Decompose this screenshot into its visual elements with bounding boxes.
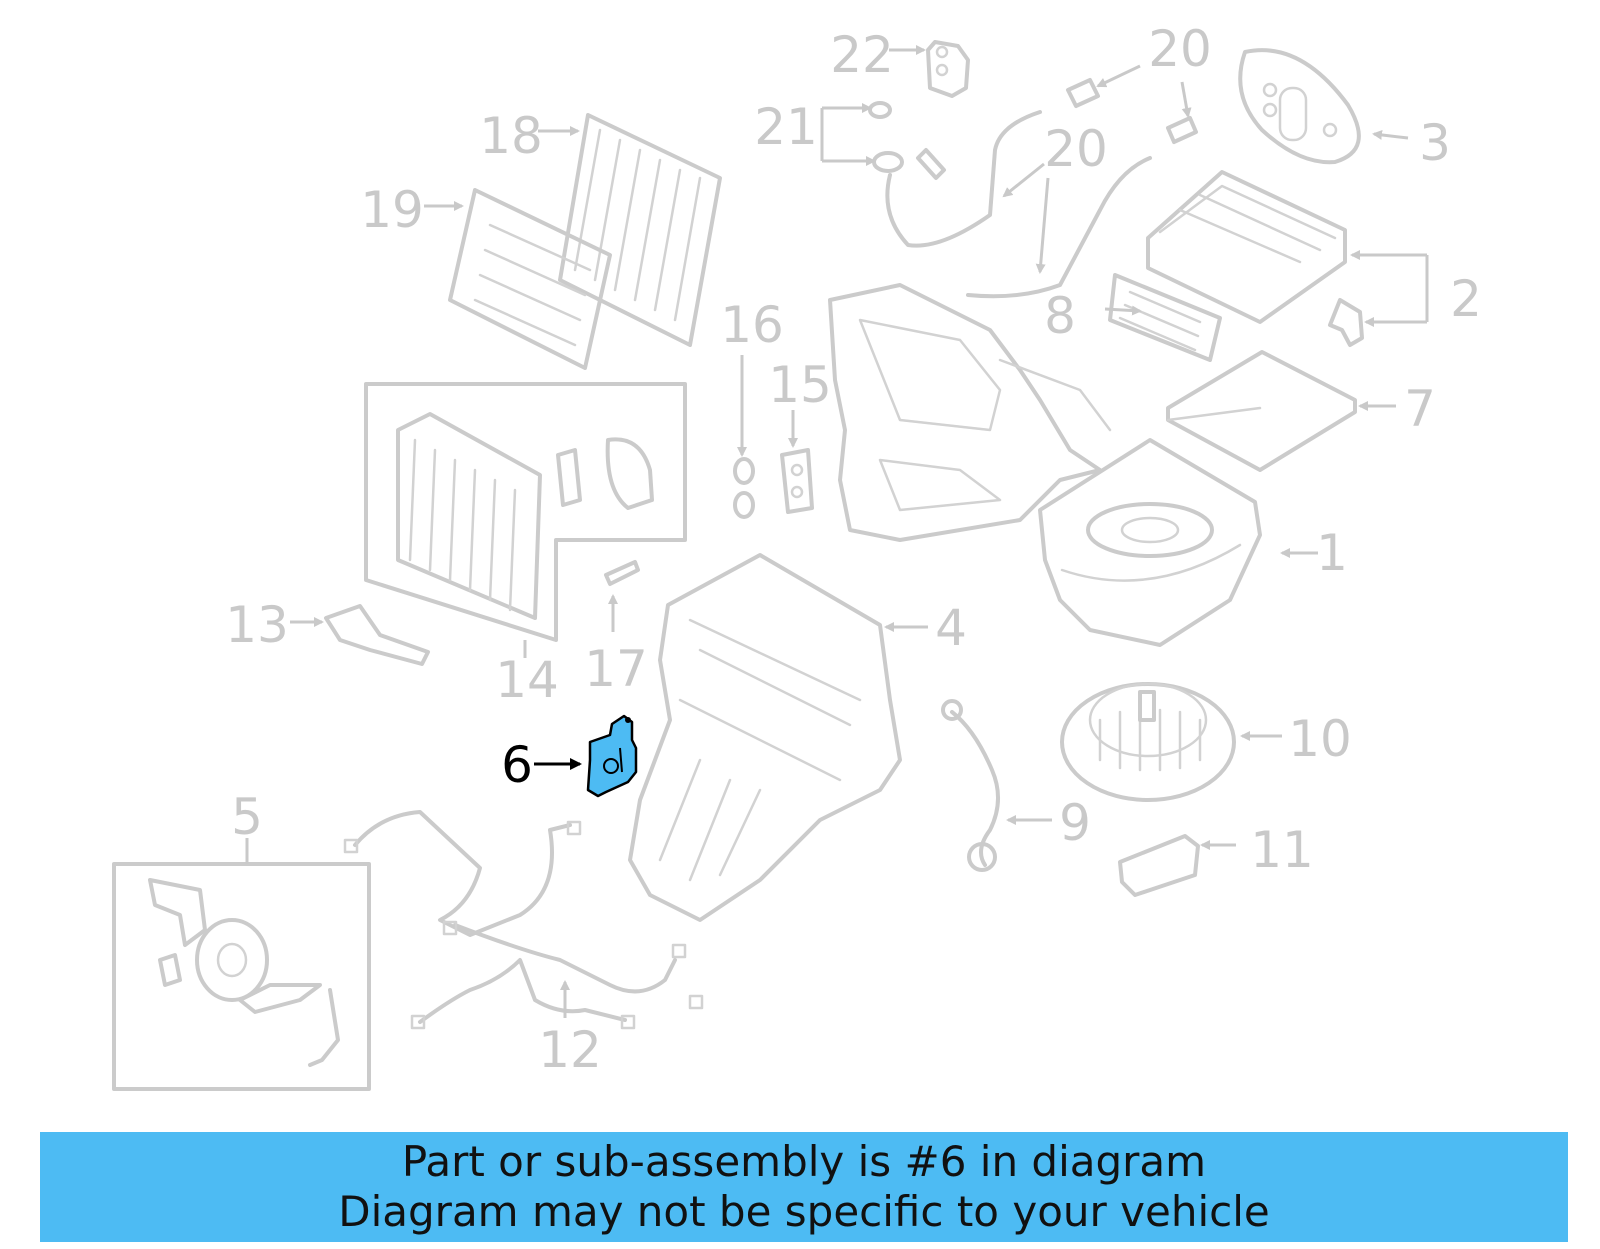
callout-17: 17 [584, 640, 648, 698]
part-4-distribution-case [628, 553, 902, 922]
part-5-kit [112, 862, 371, 1091]
part-3-gasket [1238, 48, 1361, 165]
part-8-grid [1108, 273, 1222, 362]
info-banner: Part or sub-assembly is #6 in diagram Di… [40, 1132, 1568, 1242]
part-7-filter [1166, 350, 1357, 472]
refrigerant-lines [885, 110, 1152, 299]
part-22-plate [926, 40, 970, 98]
part-1-blower-housing [1038, 438, 1262, 647]
callout-12: 12 [538, 1021, 602, 1079]
callout-21: 21 [754, 98, 818, 156]
part-15-valve [780, 448, 814, 514]
part-20-fittings [1066, 78, 1198, 144]
part-16-orings [733, 457, 755, 519]
callout-13: 13 [225, 596, 289, 654]
part-2-housing [1146, 170, 1364, 347]
main-hvac-case [828, 283, 1112, 542]
callout-20-top: 20 [1148, 20, 1212, 78]
callout-6[interactable]: 6 [501, 736, 533, 794]
part-9-drain-pipe [941, 699, 1001, 872]
callout-10: 10 [1288, 710, 1352, 768]
part-11-resistor [1118, 834, 1200, 897]
callout-19: 19 [360, 181, 424, 239]
callout-18: 18 [479, 107, 543, 165]
callout-11: 11 [1250, 821, 1314, 879]
part-17-bolt [604, 560, 640, 586]
part-19-panel [448, 188, 612, 370]
callout-15: 15 [768, 356, 832, 414]
callout-22: 22 [830, 26, 894, 84]
part-12-wiring-harness [343, 810, 704, 1030]
banner-line-1: Part or sub-assembly is #6 in diagram [401, 1137, 1207, 1186]
callout-5: 5 [231, 788, 263, 846]
part-18-heater-core [558, 113, 722, 347]
callout-3: 3 [1419, 114, 1451, 172]
callout-14: 14 [495, 651, 559, 709]
callout-8: 8 [1044, 287, 1076, 345]
callout-2: 2 [1450, 270, 1482, 328]
part-6-actuator[interactable] [586, 714, 638, 798]
part-10-blower-motor [1060, 682, 1236, 802]
part-21-seals [868, 101, 946, 180]
leader-lines [245, 45, 1429, 1018]
part-13-sensor [324, 604, 430, 666]
callout-9: 9 [1059, 794, 1091, 852]
part-14-evaporator-kit [364, 382, 687, 642]
callout-16: 16 [720, 296, 784, 354]
callout-4: 4 [935, 599, 967, 657]
callout-20-mid: 20 [1044, 120, 1108, 178]
banner-line-2: Diagram may not be specific to your vehi… [338, 1187, 1270, 1236]
callout-labels: 1 2 3 4 5 6 7 8 9 10 11 12 13 14 15 16 1… [225, 20, 1482, 1079]
callout-7: 7 [1404, 380, 1436, 438]
callout-1: 1 [1316, 524, 1348, 582]
